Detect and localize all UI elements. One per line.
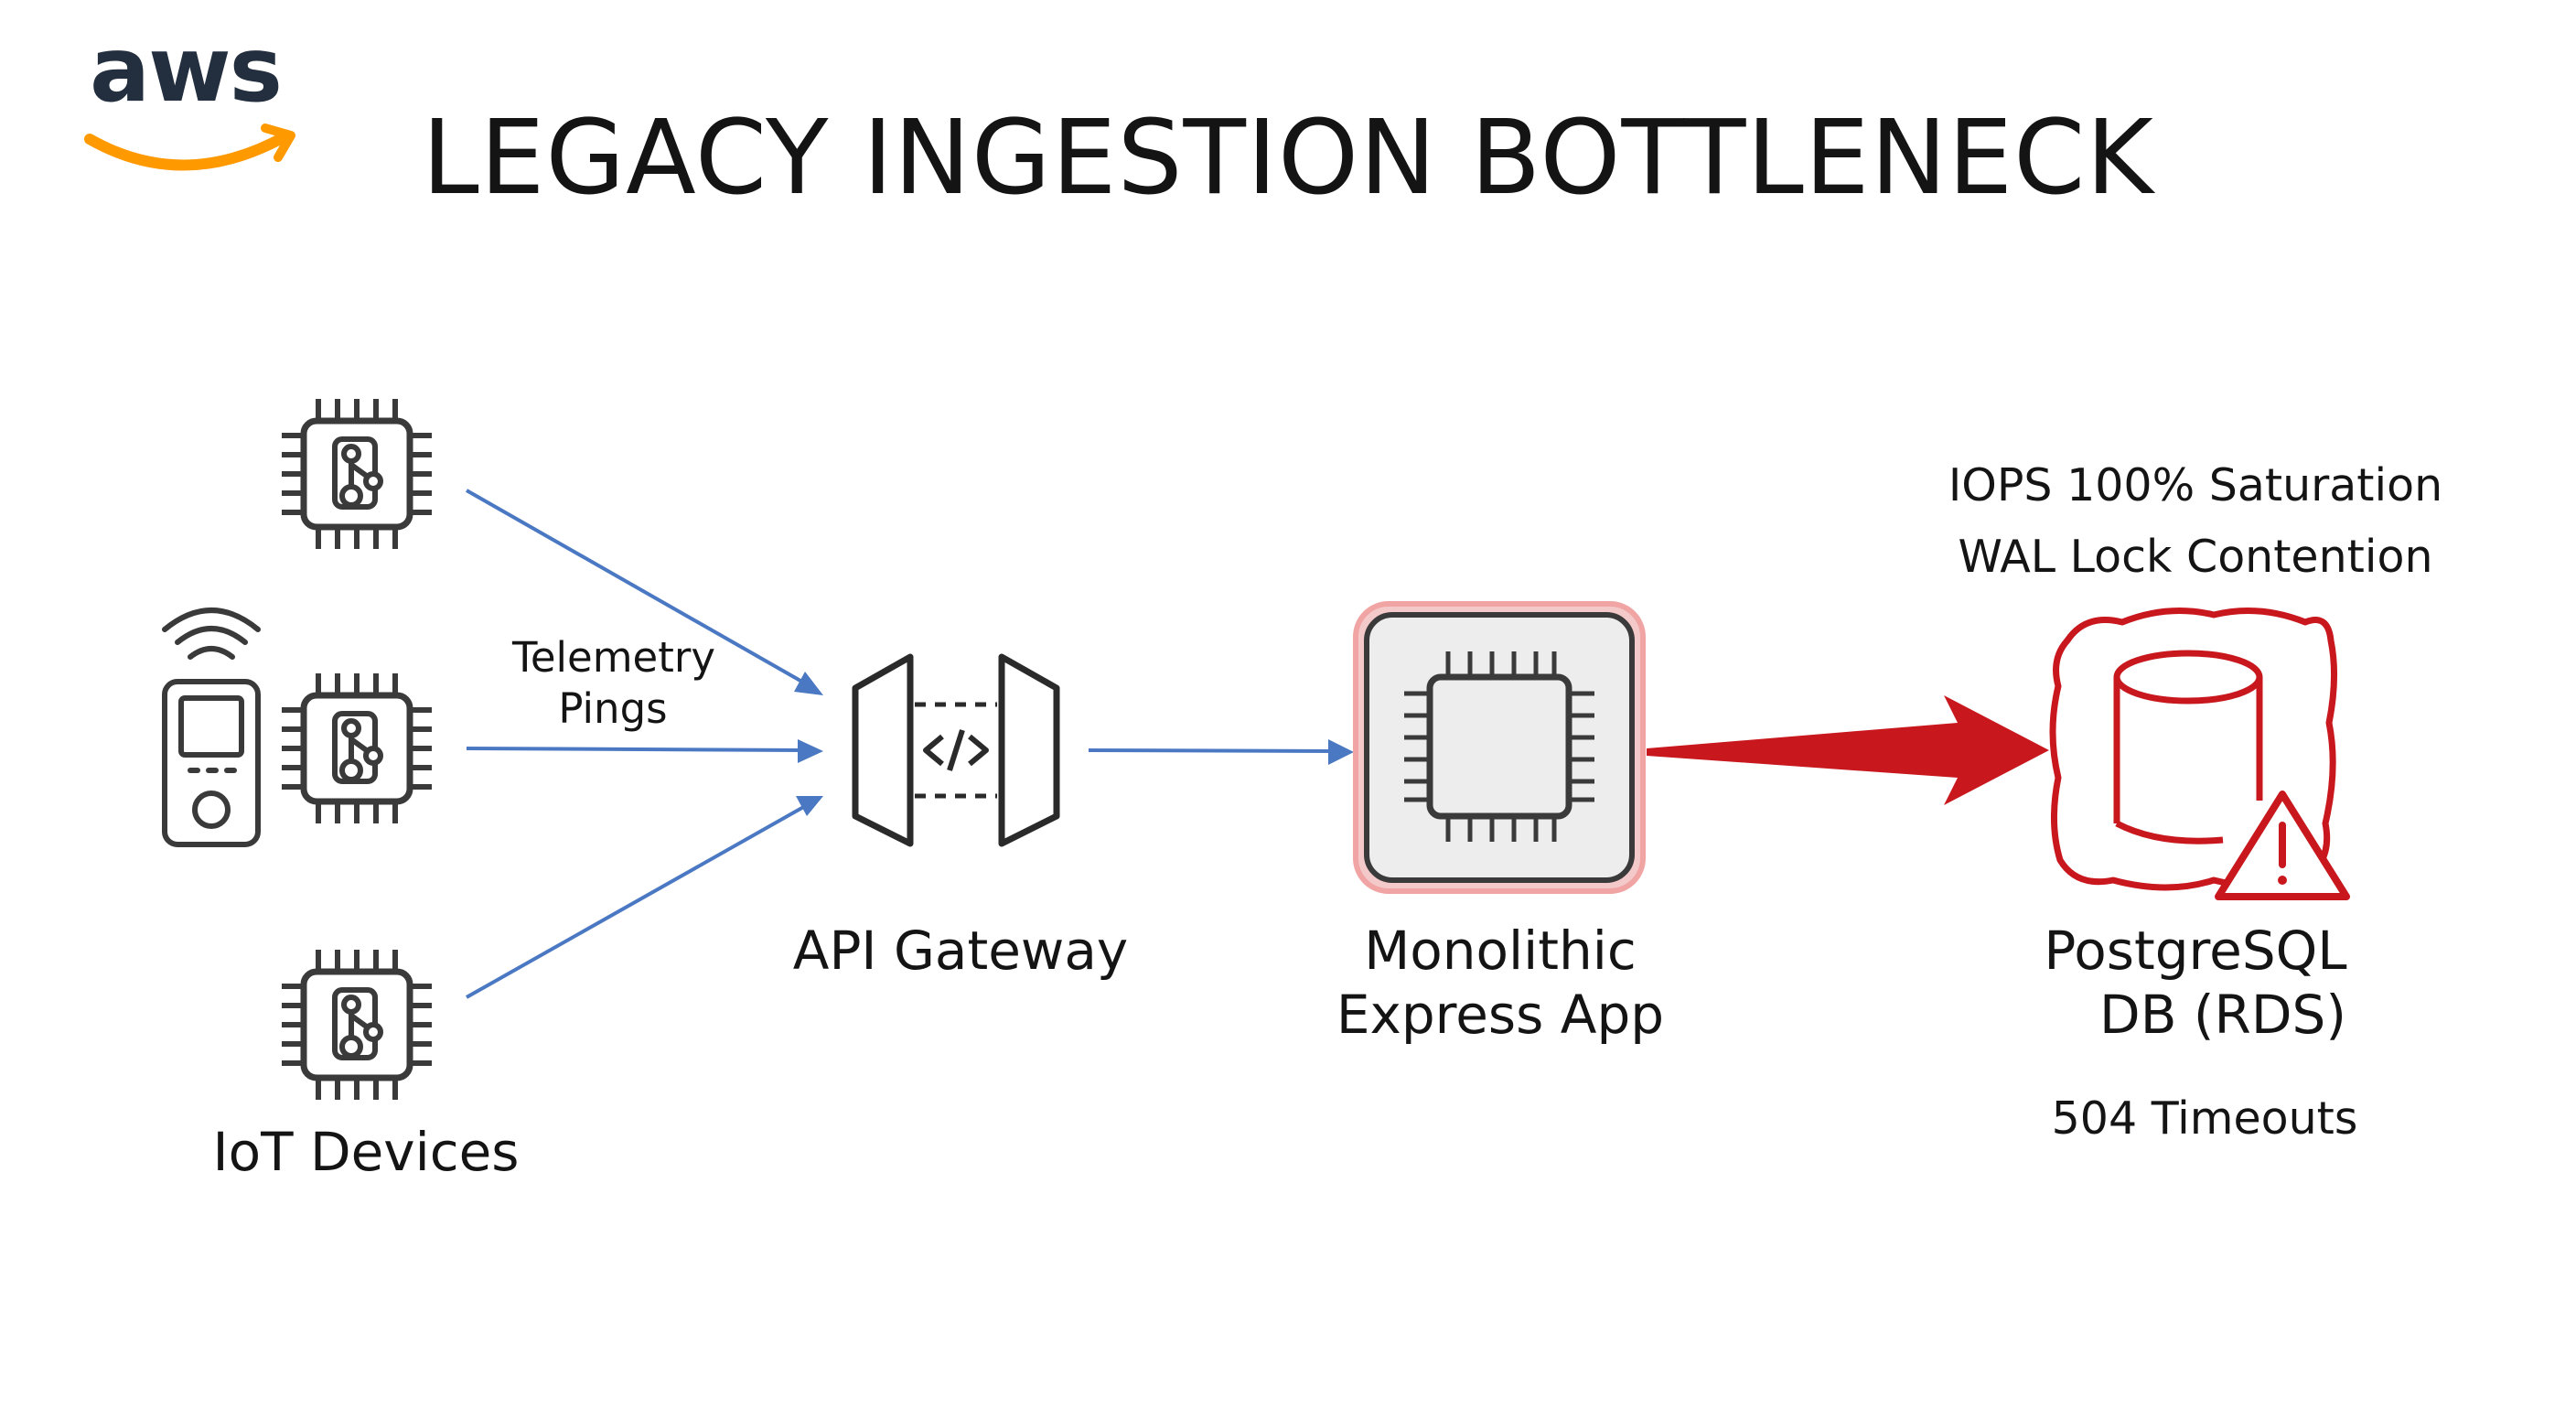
chip-icon [282,950,432,1100]
bottleneck-arrow [1647,695,2049,805]
api-gateway-label: API Gateway [792,920,1129,982]
aws-smile-icon [84,132,289,171]
warning-icon [2215,791,2350,900]
cpu-icon [1404,651,1594,842]
app-box [1353,601,1646,894]
page-title: LEGACY INGESTION BOTTLENECK [422,99,2154,218]
db-label: PostgreSQL [2044,920,2347,982]
chip-icon [282,399,432,549]
iops-annotation: IOPS 100% Saturation [1948,459,2443,511]
handheld-device-icon [162,608,261,847]
telemetry-label: Telemetry [512,633,716,682]
database-icon [2113,650,2263,844]
db-label: DB (RDS) [2099,984,2346,1046]
chip-icon [282,673,432,823]
app-label: Monolithic [1364,920,1637,982]
api-gateway-icon [852,653,1060,847]
iot-devices-label: IoT Devices [212,1121,520,1183]
timeouts-annotation: 504 Timeouts [2051,1092,2358,1145]
telemetry-label: Pings [558,684,668,733]
aws-logo: aws [90,18,283,123]
flow-arrow [466,489,1336,999]
app-label: Express App [1336,984,1665,1046]
wal-annotation: WAL Lock Contention [1958,531,2433,583]
